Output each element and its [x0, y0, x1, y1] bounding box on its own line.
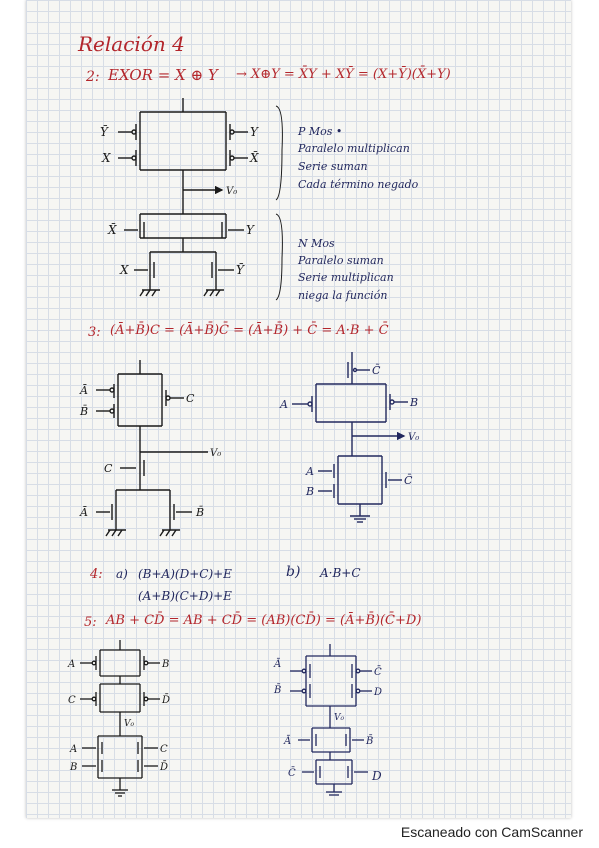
- ex4-part-a-label: a): [116, 567, 128, 581]
- ex5-label-dbar-n: D̄: [159, 761, 168, 773]
- ex3r-label-b: B: [409, 396, 418, 409]
- ex3-label-bbar-n: B̄: [195, 506, 204, 519]
- ex5r-label-cbar: C̄: [374, 666, 382, 678]
- ex2-label-xbar: X̄: [249, 150, 259, 165]
- ex3-left-circuit: [96, 360, 208, 537]
- ex3-label-vo: V₀: [210, 448, 221, 459]
- ex4-part-b-label: b): [286, 564, 301, 580]
- nmos-note-2: Paralelo suman: [298, 254, 384, 267]
- page-heading: Relación 4: [78, 32, 185, 56]
- ex5-label-c-n: C: [160, 744, 168, 755]
- ex3r-label-vo: V₀: [408, 432, 419, 443]
- ex5-label-a-n: A: [69, 744, 77, 755]
- ex2-label-ybar-n: Ȳ: [236, 262, 245, 277]
- nmos-note-4: niega la función: [298, 289, 388, 302]
- ex3-label-c-n: C: [104, 462, 113, 475]
- ex2-equation: EXOR = X ⊕ Y: [108, 66, 218, 84]
- ex3r-label-cbar: C̄: [372, 364, 381, 377]
- ex2-label-ybar: Ȳ: [100, 124, 109, 139]
- ex3-equation: (Ā+B̄)C = (Ā+B̄)C̄ = (Ā+B̄) + C̄ = A·B +…: [110, 323, 389, 338]
- ex2-label-xbar-n: X̄: [107, 222, 117, 237]
- ex3-right-circuit: [292, 352, 408, 523]
- ex3r-label-a: A: [279, 398, 288, 411]
- ex5-label-vo: V₀: [124, 719, 134, 729]
- nmos-note-3: Serie multiplican: [298, 271, 394, 284]
- ex2-label-x-n: X: [119, 263, 129, 277]
- ex4-part-b-text: A·B+C: [320, 566, 361, 580]
- ex4-part-a-line2: (A+B)(C+D)+E: [138, 589, 232, 603]
- notebook-page: [26, 0, 571, 818]
- ex5r-label-cbar-n: C̄: [288, 767, 296, 779]
- ex3r-label-a-n: A: [305, 465, 314, 478]
- ex3r-label-cbar-n: C̄: [404, 474, 413, 487]
- pmos-note-1: P Mos •: [298, 125, 343, 138]
- ex5-left-circuit: [80, 640, 160, 797]
- pmos-note-4: Cada término negado: [298, 178, 419, 191]
- ex5-label-b-n: B: [69, 762, 77, 773]
- ex2-equation-rest: → X⊕Y = X̄Y + XȲ = (X+Ȳ)(X̄+Y): [236, 67, 451, 82]
- ex3-label-bbar: B̄: [79, 405, 88, 418]
- pmos-note-2: Paralelo multiplican: [298, 142, 410, 155]
- circuit-drawings: Ȳ X Y X̄ V₀ X̄ Y X Ȳ: [67, 98, 419, 797]
- ex2-cmos-circuit: [118, 98, 283, 301]
- pmos-note-3: Serie suman: [298, 160, 368, 173]
- ex5r-label-d-n: D: [371, 769, 382, 783]
- ex5-number: 5:: [84, 615, 97, 630]
- ex5-label-dbar: D̄: [161, 694, 170, 706]
- ex2-label-vo: V₀: [226, 186, 237, 197]
- ex5r-label-vo: V₀: [334, 713, 344, 723]
- ex5-equation: AB + CD̄ = AB + CD̄ = (AB)(CD̄) = (Ā+B̄)…: [106, 613, 422, 628]
- ex4-part-a-line1: (B+A)(D+C)+E: [138, 567, 232, 581]
- ex5-label-b: B: [161, 659, 169, 670]
- ex5-right-circuit: [290, 644, 372, 796]
- ex5r-label-d: D: [373, 687, 382, 698]
- ex3-number: 3:: [88, 325, 101, 340]
- ex5-label-c: C: [68, 695, 76, 706]
- ex4-number: 4:: [90, 567, 103, 582]
- nmos-note-1: N Mos: [298, 237, 335, 250]
- handwritten-content: Relación 4 2: EXOR = X ⊕ Y → X⊕Y = X̄Y +…: [67, 32, 451, 797]
- ex3r-label-b-n: B: [305, 485, 314, 498]
- ex2-number: 2:: [86, 69, 100, 85]
- ex3-label-abar: Ā: [79, 384, 88, 397]
- ex5r-label-bbar-n: B̄: [365, 735, 373, 747]
- ex3-label-abar-n: Ā: [79, 506, 88, 519]
- ex3-label-c: C: [186, 392, 195, 405]
- ex5r-label-abar: Ā: [273, 658, 281, 670]
- ex2-label-x: X: [101, 151, 111, 165]
- ex5r-label-bbar: B̄: [273, 684, 281, 696]
- scanner-watermark: Escaneado con CamScanner: [400, 824, 583, 840]
- ex2-label-y-n: Y: [246, 223, 255, 237]
- ex2-label-y: Y: [250, 125, 259, 139]
- ex5-label-a: A: [67, 659, 75, 670]
- ex5r-label-abar-n: Ā: [283, 735, 291, 747]
